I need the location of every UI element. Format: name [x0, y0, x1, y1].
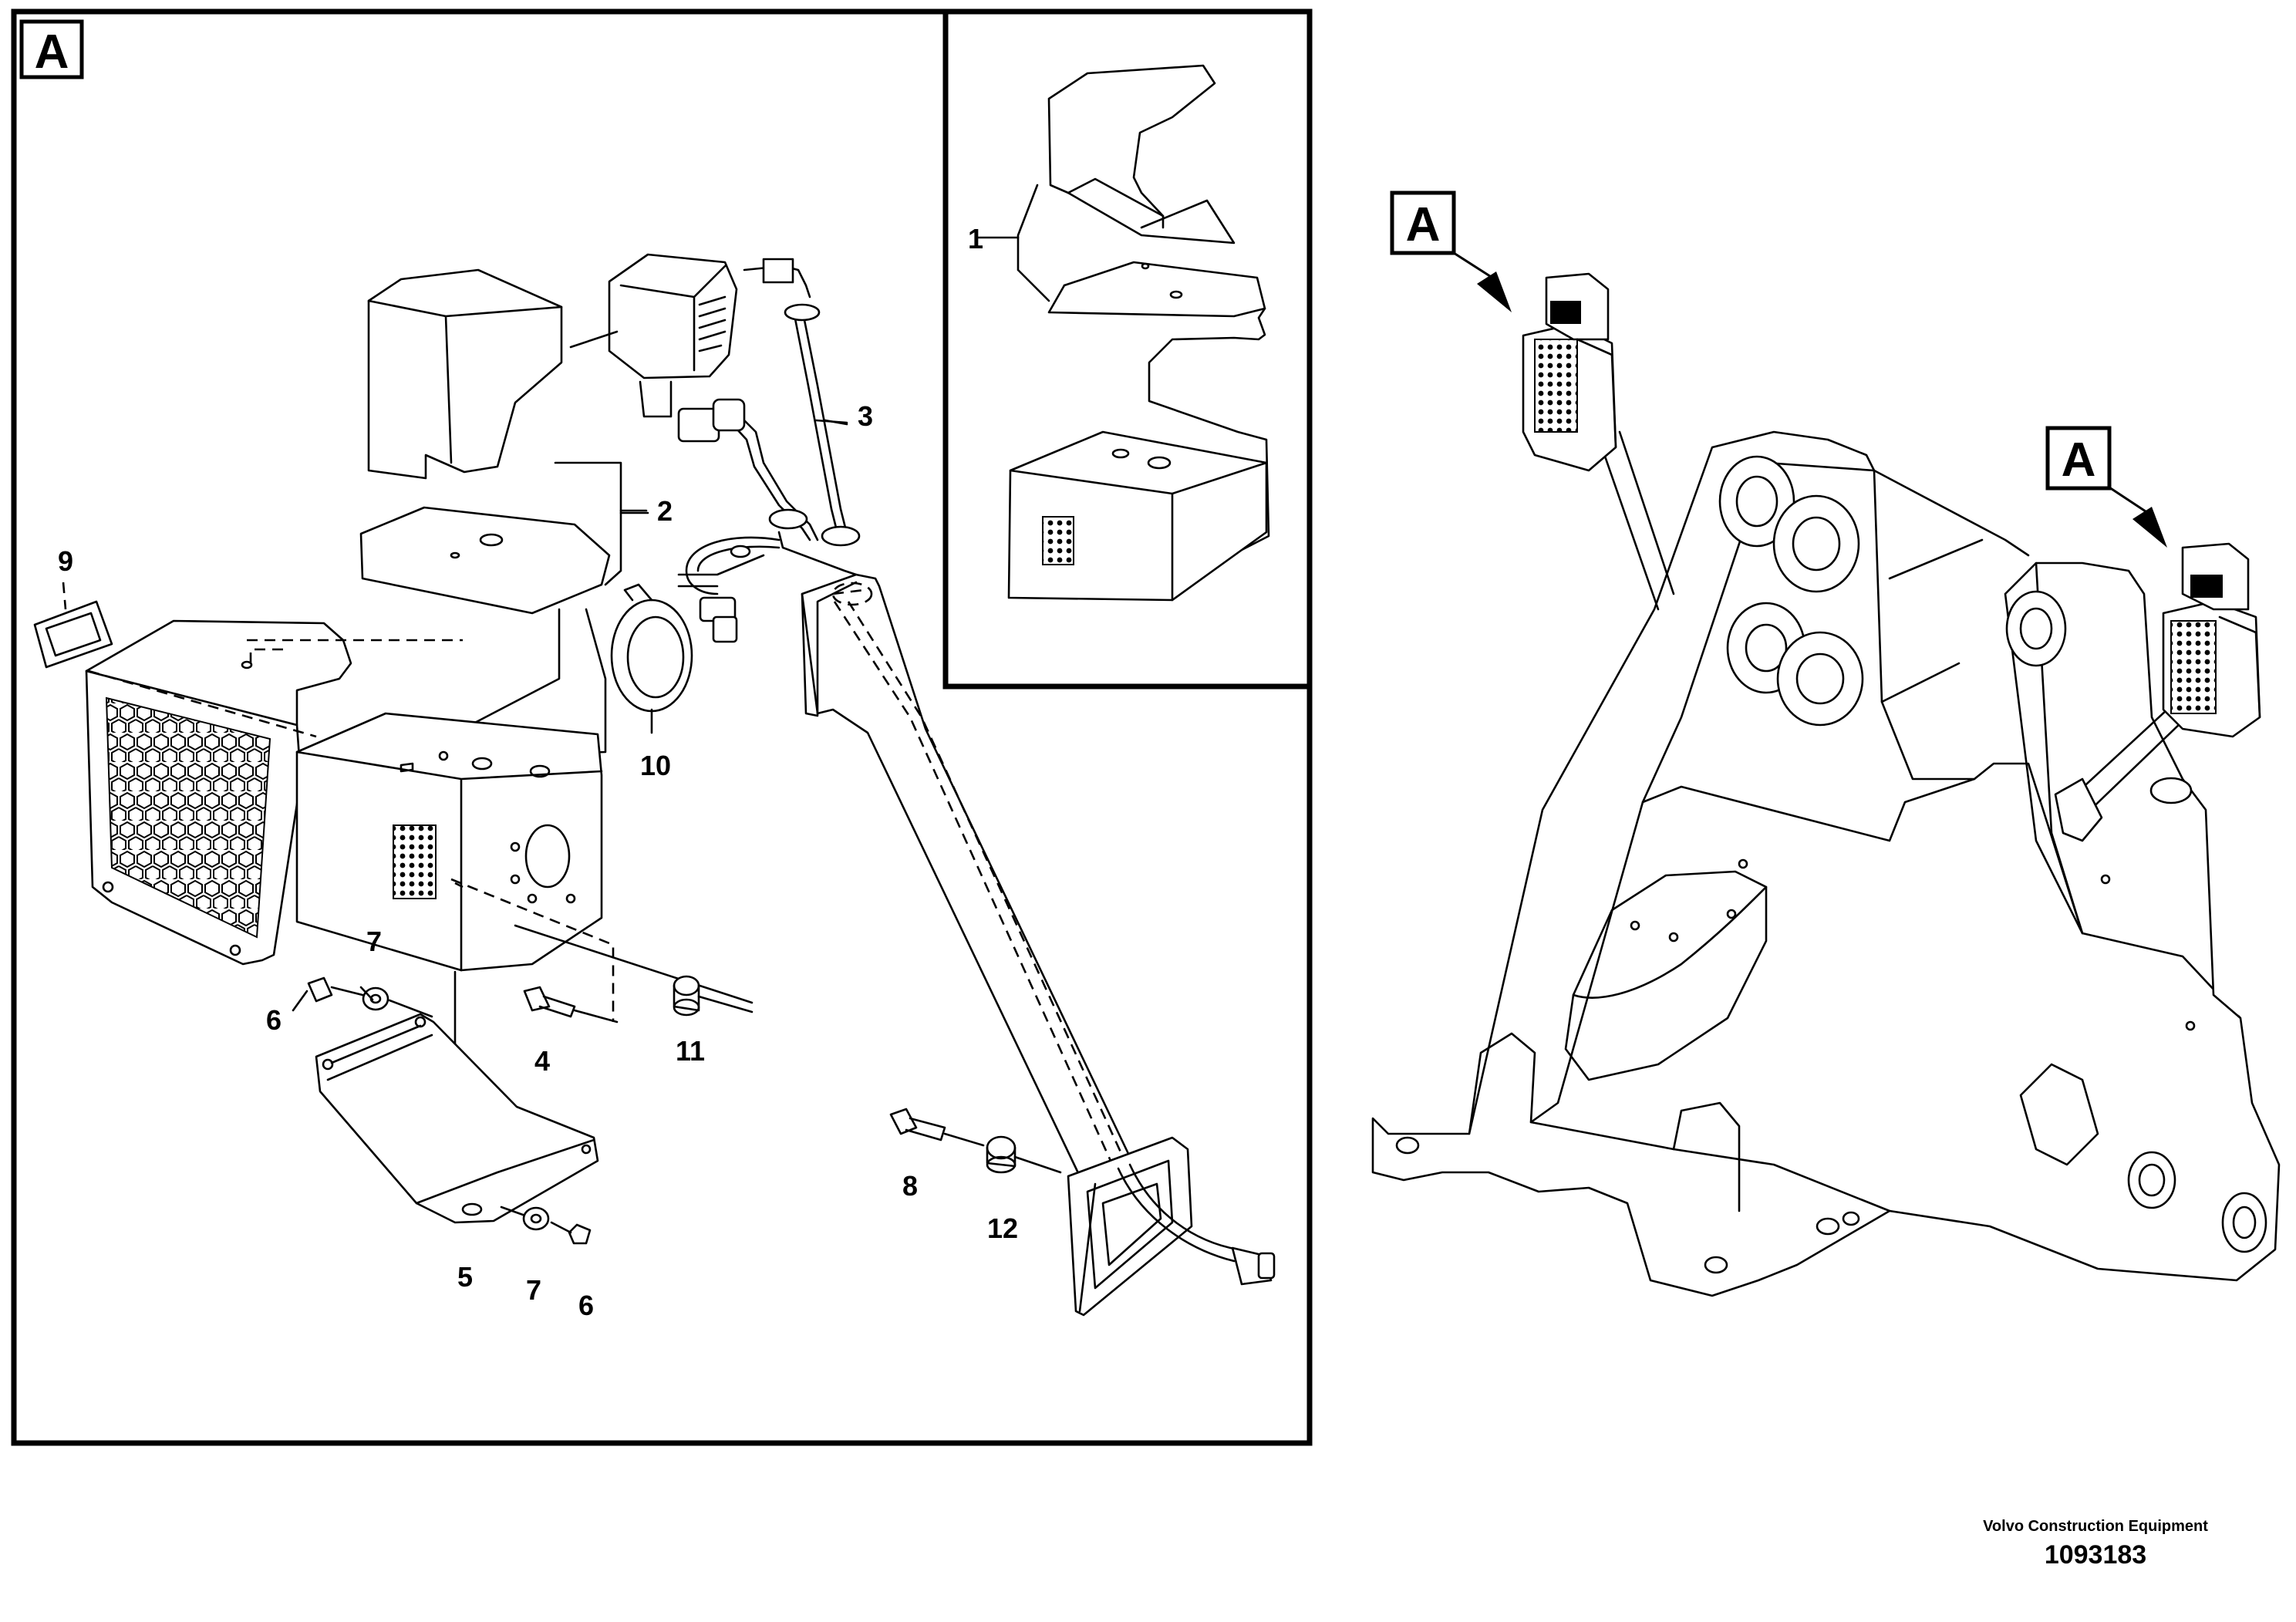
- view-label-right: A: [2045, 426, 2167, 548]
- callout-7a: 7: [366, 926, 382, 957]
- callout-11: 11: [676, 1035, 705, 1067]
- callout-1: 1: [968, 223, 983, 255]
- callout-2: 2: [657, 495, 673, 527]
- lower-bracket-plate: [315, 1013, 599, 1224]
- upper-bracket: [359, 268, 649, 757]
- support-arm: [801, 573, 1276, 1317]
- fasteners: [292, 975, 1062, 1245]
- callout-10: 10: [640, 750, 671, 781]
- callout-4: 4: [534, 1045, 550, 1077]
- frame-label: A: [35, 25, 69, 79]
- machine-frame-view: [1371, 430, 2281, 1297]
- callout-9: 9: [58, 545, 73, 577]
- cable-harness: [677, 258, 865, 588]
- callout-7b: 7: [526, 1274, 541, 1306]
- label-plate-icon: [33, 582, 113, 669]
- protective-grille-cover: [85, 619, 463, 966]
- callout-5: 5: [457, 1261, 473, 1293]
- callout-6b: 6: [578, 1290, 594, 1321]
- view-label-left: A: [1390, 191, 1512, 312]
- callout-3: 3: [858, 400, 873, 432]
- frame-lamp-assembly-right: [2054, 542, 2261, 842]
- svg-text:A: A: [1406, 198, 1441, 251]
- frame-label-box: [19, 19, 84, 79]
- callout-leaders: [359, 419, 848, 1001]
- svg-text:A: A: [2062, 433, 2096, 487]
- inset-bracket-assembly: [976, 64, 1270, 602]
- grommet-seal-icon: [610, 583, 693, 734]
- callout-12: 12: [987, 1212, 1018, 1244]
- footer: Volvo Construction Equipment 1093183: [1957, 1518, 2234, 1570]
- work-lamp-icon: [569, 253, 738, 418]
- callout-6a: 6: [266, 1004, 282, 1036]
- frame-lamp-assembly-left: [1522, 272, 1675, 611]
- wire-loop: [677, 536, 781, 643]
- detail-frame-a: A: [11, 8, 1313, 1446]
- callout-numbers: 1 2 3 4 5 6 6 7 7 8 9 10 11 12: [58, 223, 1018, 1321]
- mounting-box-body: [295, 712, 754, 1104]
- company-name: Volvo Construction Equipment: [1983, 1518, 2208, 1535]
- callout-8: 8: [902, 1170, 918, 1202]
- document-number: 1093183: [2044, 1540, 2147, 1570]
